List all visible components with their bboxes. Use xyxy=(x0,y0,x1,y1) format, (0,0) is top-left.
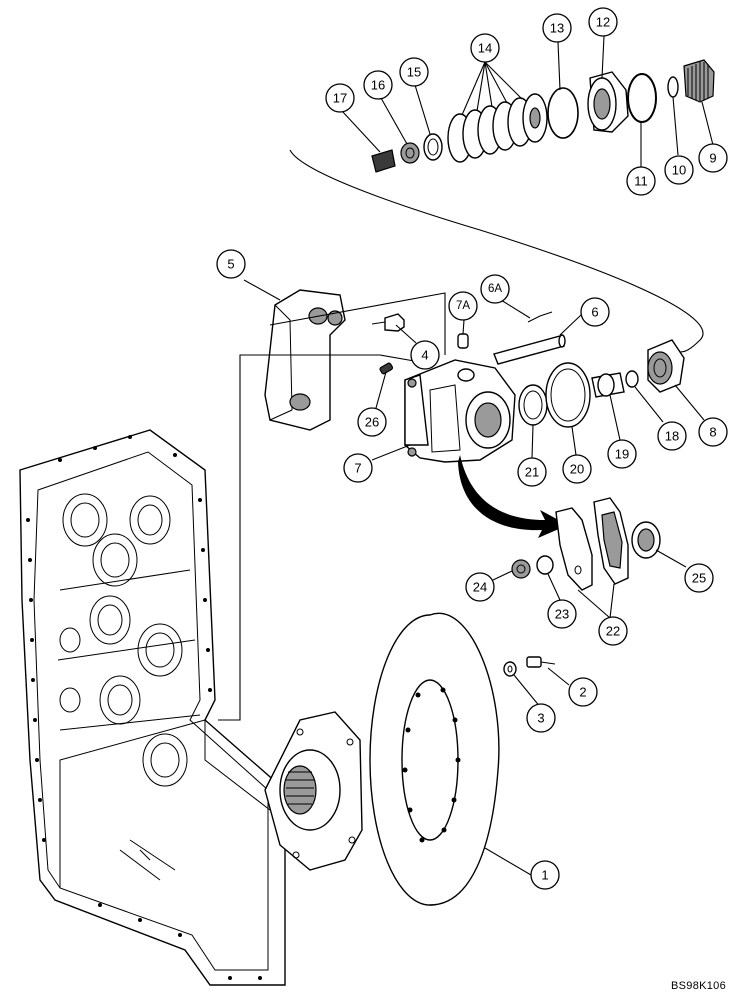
svg-text:21: 21 xyxy=(525,465,539,480)
bleeder-screw xyxy=(379,362,394,375)
pad-seal xyxy=(631,521,661,559)
callout-leaders xyxy=(243,35,714,876)
o-ring-10 xyxy=(667,76,679,98)
cotter-pin xyxy=(527,311,553,323)
callout-4: 4 xyxy=(410,340,440,370)
svg-text:14: 14 xyxy=(478,41,492,56)
adjuster-washer xyxy=(423,133,443,161)
svg-text:12: 12 xyxy=(596,15,610,30)
callout-1: 1 xyxy=(530,860,560,890)
disc-bolt xyxy=(526,656,556,668)
svg-text:22: 22 xyxy=(606,624,620,639)
callout-7a: 7A xyxy=(448,291,478,321)
callout-6: 6 xyxy=(580,297,610,327)
piston-seal xyxy=(518,384,548,426)
callout-22: 22 xyxy=(598,616,628,646)
svg-text:25: 25 xyxy=(692,571,706,586)
callout-19: 19 xyxy=(607,439,637,469)
adjuster-screw xyxy=(371,149,396,173)
svg-text:1: 1 xyxy=(541,868,548,883)
snap-ring xyxy=(627,73,657,123)
callout-9: 9 xyxy=(698,143,728,173)
svg-text:2: 2 xyxy=(579,685,586,700)
svg-text:8: 8 xyxy=(709,425,716,440)
svg-text:6: 6 xyxy=(591,305,598,320)
svg-text:17: 17 xyxy=(333,91,347,106)
callout-16: 16 xyxy=(363,70,393,100)
knurled-nut xyxy=(683,59,715,103)
svg-text:5: 5 xyxy=(227,257,234,272)
callout-13: 13 xyxy=(542,13,572,43)
callout-11: 11 xyxy=(626,166,656,196)
adjuster-cap xyxy=(647,339,685,393)
svg-text:20: 20 xyxy=(570,462,584,477)
callout-20: 20 xyxy=(562,454,592,484)
callout-26: 26 xyxy=(357,407,387,437)
svg-text:7A: 7A xyxy=(456,300,470,312)
figure-code: BS98K106 xyxy=(671,980,726,992)
caliper-bracket xyxy=(264,289,346,431)
callout-14: 14 xyxy=(470,33,500,63)
hub-flange xyxy=(264,711,363,871)
svg-text:24: 24 xyxy=(473,580,487,595)
svg-text:23: 23 xyxy=(555,607,569,622)
caliper-housing xyxy=(404,359,516,463)
svg-text:13: 13 xyxy=(550,21,564,36)
callout-25: 25 xyxy=(684,563,714,593)
piston-ring xyxy=(545,362,591,428)
svg-text:11: 11 xyxy=(634,174,648,189)
svg-text:15: 15 xyxy=(407,65,421,80)
svg-text:3: 3 xyxy=(537,711,544,726)
adjuster-nut xyxy=(400,142,420,164)
callout-23: 23 xyxy=(547,599,577,629)
svg-text:19: 19 xyxy=(615,447,629,462)
pad-nut xyxy=(511,559,531,579)
leader-lines xyxy=(218,149,704,721)
callout-10: 10 xyxy=(664,155,694,185)
brake-pad-outer xyxy=(593,497,629,585)
callout-2: 2 xyxy=(568,677,598,707)
transmission-housing xyxy=(19,429,286,986)
callout-8: 8 xyxy=(698,417,728,447)
o-ring-13 xyxy=(547,87,579,139)
callout-7: 7 xyxy=(343,453,373,483)
svg-text:6A: 6A xyxy=(488,283,502,295)
callout-18: 18 xyxy=(657,421,687,451)
svg-text:16: 16 xyxy=(371,78,385,93)
svg-text:7: 7 xyxy=(354,461,361,476)
svg-text:18: 18 xyxy=(665,429,679,444)
bearing xyxy=(587,71,629,133)
callout-21: 21 xyxy=(517,457,547,487)
callout-15: 15 xyxy=(399,57,429,87)
callout-24: 24 xyxy=(465,572,495,602)
o-ring-18 xyxy=(625,370,639,388)
svg-text:9: 9 xyxy=(709,151,716,166)
disc-washer xyxy=(503,661,517,677)
svg-text:4: 4 xyxy=(421,348,428,363)
sleeve xyxy=(591,372,625,398)
callout-6a: 6A xyxy=(480,274,510,304)
callout-5: 5 xyxy=(216,249,246,279)
svg-text:26: 26 xyxy=(365,415,379,430)
bushing xyxy=(536,555,554,575)
brake-pad-inner xyxy=(555,507,593,591)
callout-17: 17 xyxy=(325,83,355,113)
bracket-bolt xyxy=(371,313,405,332)
pivot-shaft xyxy=(493,334,566,365)
brake-disc xyxy=(369,612,500,906)
dowel-pin xyxy=(457,333,469,349)
belleville-washers xyxy=(447,93,548,163)
direction-arrow xyxy=(458,455,568,538)
svg-text:10: 10 xyxy=(672,163,686,178)
callout-12: 12 xyxy=(588,7,618,37)
callout-3: 3 xyxy=(526,703,556,733)
